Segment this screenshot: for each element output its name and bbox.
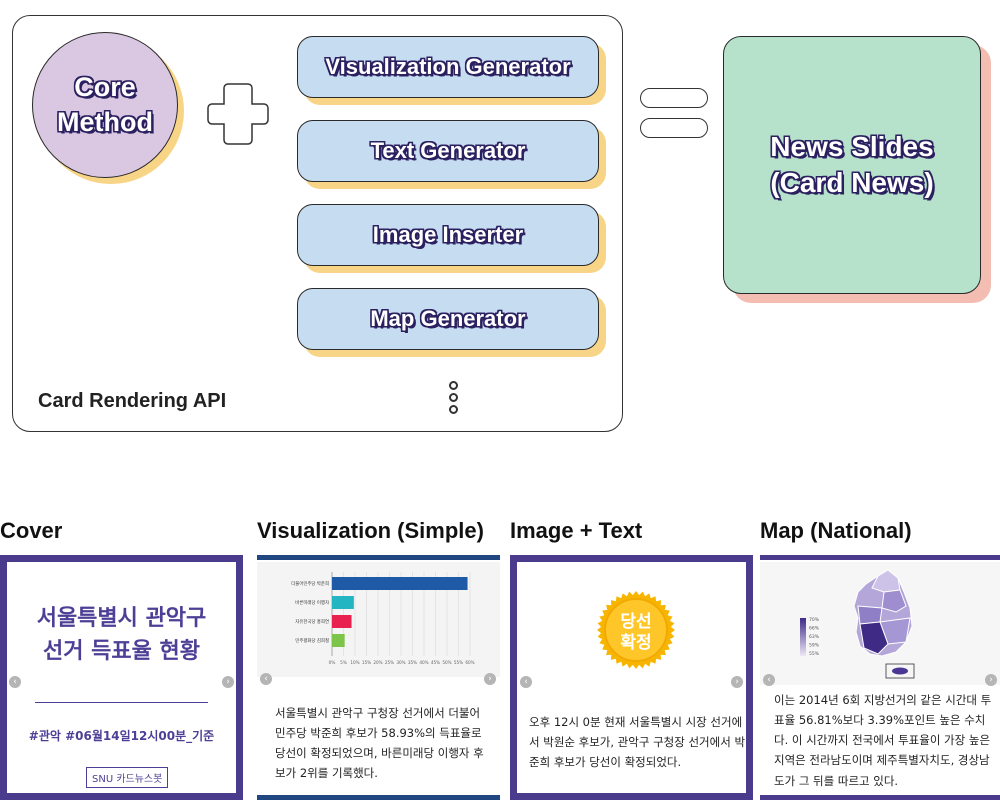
image-text-card: 당선 확정 ‹ › 오후 12시 0분 현재 서울특별시 시장 선거에서 박원순… [510, 555, 753, 800]
image-text-body: 오후 12시 0분 현재 서울특별시 시장 선거에서 박원순 후보가, 관악구 … [529, 715, 746, 770]
next-arrow-icon[interactable]: › [985, 674, 997, 686]
chart-category-label: 민주평화당 김희철 [295, 637, 329, 644]
seal-line1: 당선 [620, 612, 651, 632]
chart-tick-label: 40% [419, 660, 428, 665]
chart-tick-label: 25% [385, 660, 394, 665]
prev-arrow-icon[interactable]: ‹ [763, 674, 775, 686]
map-legend-label: 66% [809, 626, 820, 632]
next-arrow-icon[interactable]: › [484, 673, 496, 685]
chart-bar [332, 615, 352, 628]
chart-tick-label: 30% [396, 660, 405, 665]
map-region-central [857, 605, 883, 625]
news-slides-node: News Slides (Card News) [723, 36, 981, 294]
section-title-image-text: Image + Text [510, 518, 643, 543]
chart-tick-label: 45% [431, 660, 440, 665]
cover-badge: SNU 카드뉴스봇 [86, 767, 169, 788]
chart-bar [332, 596, 354, 609]
map-generator-node: Map Generator [297, 288, 599, 350]
map-legend-label: 70% [809, 617, 820, 623]
chart-tick-label: 50% [442, 660, 451, 665]
more-ellipsis-icon [446, 381, 460, 417]
visualization-card: 0% 5%10%15%20%25%30%35%40%45%50%55%60% 더불어… [257, 555, 500, 800]
card-rendering-api-label: Card Rendering API [38, 390, 227, 412]
chart-tick-label: 60% [465, 660, 474, 665]
cover-card: 서울특별시 관악구 선거 득표율 현황 #관악 #06월14일12시00분_기준… [0, 555, 243, 800]
prev-arrow-icon[interactable]: ‹ [9, 676, 21, 688]
cover-title: 서울특별시 관악구 선거 득표율 현황 [7, 602, 236, 668]
news-slides-label-line2: (Card News) [770, 167, 934, 198]
visualization-body-text: 서울특별시 관악구 구청장 선거에서 더불어민주당 박준희 후보가 58.93%… [275, 706, 484, 781]
cover-title-line2: 선거 득표율 현황 [43, 639, 200, 664]
chart-tick-label: 5% [340, 660, 347, 665]
chart-category-label: 자유한국당 홍희연 [295, 618, 329, 625]
prev-arrow-icon[interactable]: ‹ [520, 676, 532, 688]
core-method-node: Core Method [32, 32, 178, 178]
map-region-southwest [859, 621, 889, 655]
cover-divider [35, 702, 208, 703]
map-body-text: 이는 2014년 6회 지방선거의 같은 시간대 투표율 56.81%보다 3.… [774, 693, 992, 788]
chart-tick-label: 0% [329, 660, 336, 665]
map-legend-bar [800, 618, 806, 656]
next-arrow-icon[interactable]: › [731, 676, 743, 688]
map-card: 70% 66% 63% 59% 55% ‹ › 이는 2014년 6회 지방선거의 같은… [760, 555, 1000, 800]
next-arrow-icon[interactable]: › [222, 676, 234, 688]
map-region-north [871, 569, 901, 593]
prev-arrow-icon[interactable]: ‹ [260, 673, 272, 685]
chart-category-label: 더불어민주당 박준희 [291, 580, 329, 587]
plus-icon [207, 83, 269, 145]
section-title-map: Map (National) [760, 518, 912, 543]
chart-bar [332, 577, 468, 590]
map-area: 70% 66% 63% 59% 55% [760, 562, 1000, 685]
chart-tick-label: 15% [362, 660, 371, 665]
text-generator-label: Text Generator [370, 138, 526, 163]
chart-tick-label: 35% [408, 660, 417, 665]
section-title-cover: Cover [0, 518, 63, 543]
map-region-jeju [892, 667, 908, 675]
cover-title-line1: 서울특별시 관악구 [36, 606, 207, 631]
bar-chart: 0% 5%10%15%20%25%30%35%40%45%50%55%60% 더불어… [291, 572, 475, 665]
image-inserter-node: Image Inserter [297, 204, 599, 266]
bar-chart-area: 0% 5%10%15%20%25%30%35%40%45%50%55%60% 더불어… [257, 562, 500, 677]
seal-inner-circle [604, 598, 668, 662]
image-inserter-label: Image Inserter [372, 222, 524, 247]
map-legend-label: 55% [809, 651, 820, 657]
visualization-generator-node: Visualization Generator [297, 36, 599, 98]
map-region-east [881, 589, 907, 613]
section-title-visualization: Visualization (Simple) [257, 518, 484, 543]
chart-category-label: 바른미래당 이행자 [295, 599, 329, 606]
chart-tick-label: 55% [454, 660, 463, 665]
korea-map: 70% 66% 63% 59% 55% [800, 569, 915, 679]
equals-icon [640, 88, 708, 148]
core-method-label-line2: Method [57, 107, 153, 137]
seal-line2: 확정 [620, 633, 651, 653]
jeju-inset-frame [885, 663, 915, 679]
chart-tick-label: 10% [350, 660, 359, 665]
chart-tick-label: 20% [373, 660, 382, 665]
text-generator-node: Text Generator [297, 120, 599, 182]
chart-bar [332, 634, 345, 647]
map-legend-label: 59% [809, 643, 820, 649]
map-generator-label: Map Generator [370, 306, 526, 331]
map-legend-label: 63% [809, 634, 820, 640]
cover-hashtags: #관악 #06월14일12시00분_기준 [28, 729, 215, 743]
election-confirmed-seal: 당선 확정 [597, 591, 675, 669]
news-slides-label-line1: News Slides [770, 130, 934, 162]
core-method-label-line1: Core [74, 71, 136, 102]
visualization-generator-label: Visualization Generator [325, 54, 571, 79]
